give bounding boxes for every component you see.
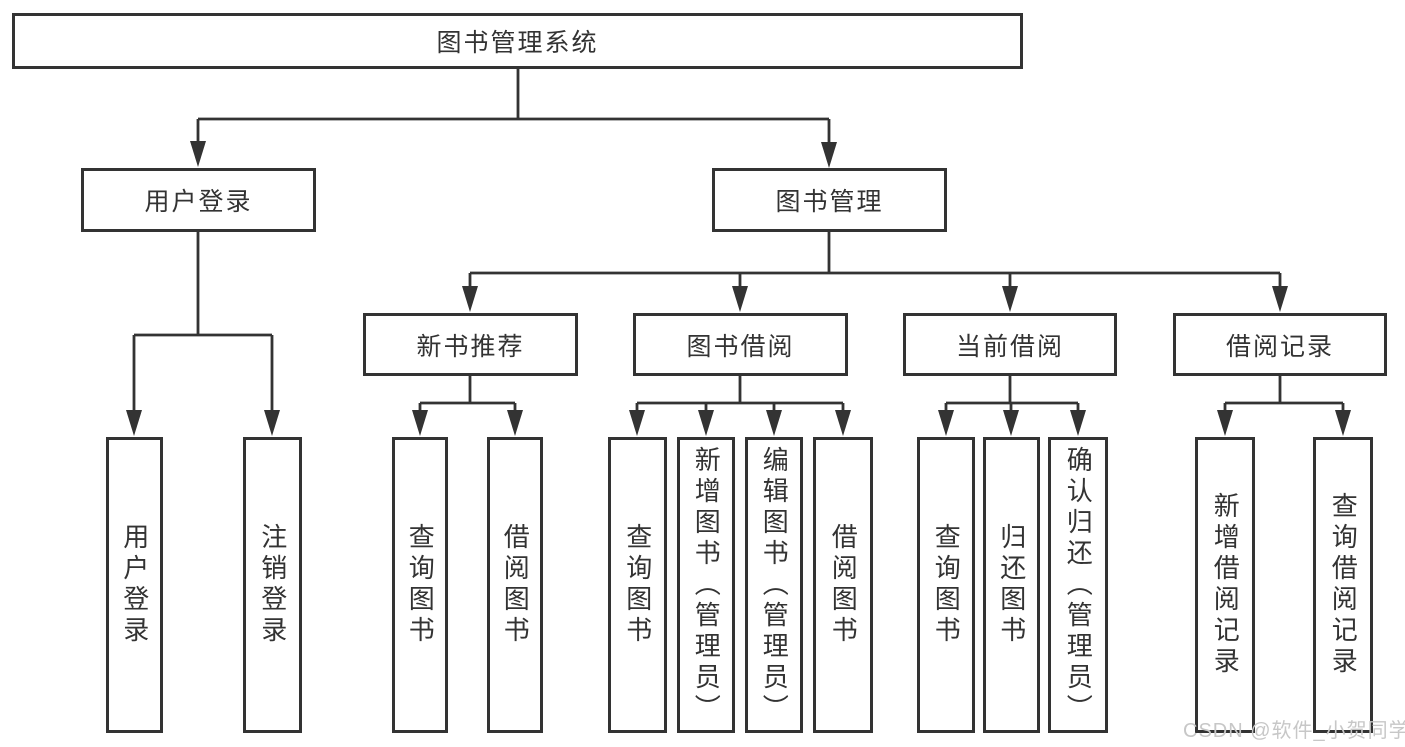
leaf-query-books-new-label: 查询图书 <box>405 523 436 647</box>
leaf-query-books-borrow: 查询图书 <box>608 437 667 733</box>
leaf-add-borrow-record: 新增借阅记录 <box>1195 437 1255 733</box>
leaf-logout-label: 注销登录 <box>257 523 288 647</box>
node-borrowing-records-label: 借阅记录 <box>1225 332 1334 361</box>
node-book-management: 图书管理 <box>712 168 947 232</box>
leaf-edit-book-admin-label: 编辑图书（管理员） <box>759 445 790 725</box>
leaf-query-borrow-record: 查询借阅记录 <box>1313 437 1373 733</box>
node-new-book-recommend: 新书推荐 <box>363 313 578 376</box>
leaf-user-login-label: 用户登录 <box>119 523 150 647</box>
node-current-borrowing: 当前借阅 <box>903 313 1117 376</box>
leaf-query-books-current: 查询图书 <box>917 437 975 733</box>
leaf-edit-book-admin: 编辑图书（管理员） <box>745 437 803 733</box>
node-user-login-label: 用户登录 <box>144 188 253 216</box>
leaf-query-borrow-record-label: 查询借阅记录 <box>1328 492 1359 678</box>
arrowheads <box>126 141 1351 436</box>
leaf-query-books-current-label: 查询图书 <box>931 523 962 647</box>
node-book-borrowing: 图书借阅 <box>633 313 848 376</box>
node-book-management-label: 图书管理 <box>775 188 884 216</box>
leaf-borrow-books-new: 借阅图书 <box>487 437 543 733</box>
node-root-system-label: 图书管理系统 <box>436 29 599 57</box>
leaf-return-book-label: 归还图书 <box>996 523 1027 647</box>
node-current-borrowing-label: 当前借阅 <box>955 332 1064 361</box>
csdn-watermark: CSDN @软件_小贺同学 <box>1183 720 1405 742</box>
leaf-confirm-return-admin-label: 确认归还（管理员） <box>1063 445 1094 725</box>
leaf-borrow-books-label: 借阅图书 <box>828 523 859 647</box>
leaf-borrow-books: 借阅图书 <box>813 437 873 733</box>
leaf-query-books-new: 查询图书 <box>392 437 448 733</box>
node-borrowing-records: 借阅记录 <box>1173 313 1387 376</box>
leaf-confirm-return-admin: 确认归还（管理员） <box>1048 437 1108 733</box>
leaf-add-book-admin-label: 新增图书（管理员） <box>691 445 722 725</box>
node-book-borrowing-label: 图书借阅 <box>686 332 795 361</box>
leaf-add-borrow-record-label: 新增借阅记录 <box>1210 492 1241 678</box>
node-user-login: 用户登录 <box>81 168 316 232</box>
node-new-book-recommend-label: 新书推荐 <box>416 332 525 361</box>
leaf-logout: 注销登录 <box>243 437 302 733</box>
leaf-user-login: 用户登录 <box>106 437 163 733</box>
node-root-system: 图书管理系统 <box>12 13 1023 69</box>
leaf-borrow-books-new-label: 借阅图书 <box>500 523 531 647</box>
leaf-query-books-borrow-label: 查询图书 <box>622 523 653 647</box>
leaf-add-book-admin: 新增图书（管理员） <box>677 437 735 733</box>
leaf-return-book: 归还图书 <box>983 437 1040 733</box>
